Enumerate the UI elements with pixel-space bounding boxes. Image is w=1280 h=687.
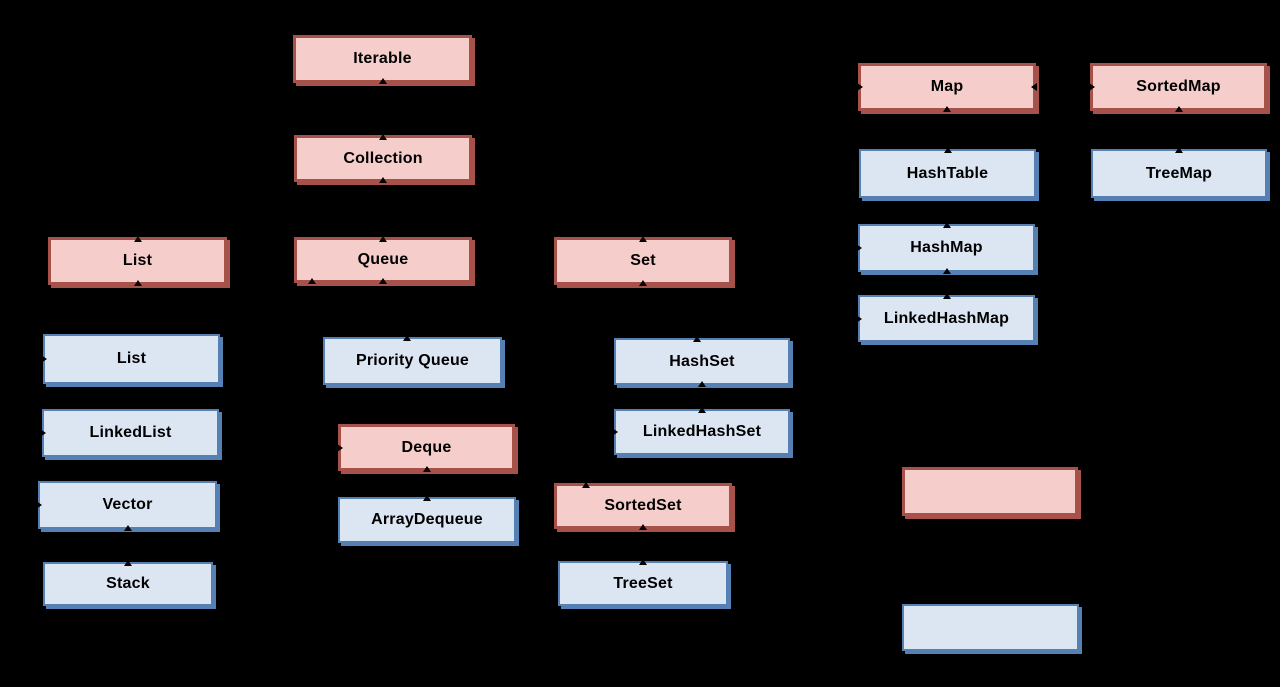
connector-arrow-icon [639,524,647,530]
node-linkedhashset: LinkedHashSet [612,407,790,455]
node-label: TreeMap [1145,164,1213,182]
node-label: List [116,350,147,367]
node-linkedlist: LinkedList [40,409,219,457]
node-label: SortedMap [1136,78,1221,95]
connector-arrow-icon [36,501,42,509]
connector-arrow-icon [1175,147,1183,153]
node-vector: Vector [36,481,217,531]
connector-arrow-icon [1031,83,1037,91]
node-list-interface: List [48,236,227,286]
node-label: ArrayDequeue [371,511,483,528]
connector-arrow-icon [698,407,706,413]
node-sortedset: SortedSet [554,482,732,530]
node-label: SortedSet [604,497,682,514]
node-legend-class-swatch [902,604,1079,651]
connector-arrow-icon [639,280,647,286]
connector-arrow-icon [379,177,387,183]
node-label: HashSet [669,352,735,370]
connector-arrow-icon [692,336,701,342]
connector-arrow-icon [423,495,431,501]
connector-arrow-icon [124,560,132,566]
node-priority-queue: Priority Queue [323,335,502,385]
connector-arrow-icon [857,83,863,91]
node-label: Stack [106,575,150,592]
node-hashtable: HashTable [859,147,1036,198]
node-label: Map [930,78,964,95]
node-deque: Deque [337,424,515,472]
connector-arrow-icon [943,147,952,153]
node-queue: Queue [294,236,472,284]
node-label: LinkedList [89,424,172,441]
node-array-dequeue: ArrayDequeue [338,495,516,543]
node-set: Set [554,236,732,286]
node-label: LinkedHashMap [883,309,1010,327]
connector-arrow-icon [422,466,431,472]
node-treeset: TreeSet [558,559,728,606]
connector-arrow-icon [639,236,647,242]
connector-arrow-icon [308,278,317,284]
connector-arrow-icon [337,443,343,452]
node-hashset: HashSet [614,336,790,387]
node-label: Set [630,252,656,269]
node-label: Vector [102,496,153,513]
node-hashmap: HashMap [856,222,1035,274]
connector-arrow-icon [698,381,706,387]
connector-arrow-icon [639,559,647,565]
connector-arrow-icon [403,335,412,341]
node-iterable: Iterable [293,35,472,84]
node-label: TreeSet [613,574,673,592]
node-legend-interface-swatch [902,467,1078,516]
connector-arrow-icon [40,429,46,437]
connector-arrow-icon [1089,83,1095,91]
connector-arrow-icon [942,293,951,299]
connector-arrow-icon [612,428,618,436]
node-label: Deque [401,438,452,456]
node-list-class: List [41,334,220,384]
node-map: Map [857,63,1037,112]
node-label: List [122,252,153,269]
connector-arrow-icon [856,244,862,252]
connector-arrow-icon [133,280,142,286]
node-linkedhashmap: LinkedHashMap [856,293,1035,342]
connector-arrow-icon [942,222,951,228]
connector-arrow-icon [133,236,142,242]
connector-arrow-icon [582,482,591,488]
connector-arrow-icon [123,525,132,531]
node-label: HashMap [910,239,983,256]
node-collection: Collection [294,134,472,183]
connector-arrow-icon [856,314,862,323]
node-label: Collection [343,149,423,167]
connector-arrow-icon [942,268,951,274]
connector-arrow-icon [943,106,951,112]
node-sortedmap: SortedMap [1089,63,1267,112]
node-treemap: TreeMap [1091,147,1267,198]
connector-arrow-icon [41,355,47,363]
connector-arrow-icon [378,78,387,84]
node-label: LinkedHashSet [642,423,762,440]
connector-arrow-icon [379,236,387,242]
node-label: Priority Queue [355,352,470,369]
node-stack: Stack [43,560,213,606]
connector-arrow-icon [379,278,387,284]
node-label: HashTable [906,164,989,182]
node-label: Queue [357,251,409,268]
node-label: Iterable [353,50,412,67]
connector-arrow-icon [379,134,387,140]
connector-arrow-icon [1174,106,1183,112]
